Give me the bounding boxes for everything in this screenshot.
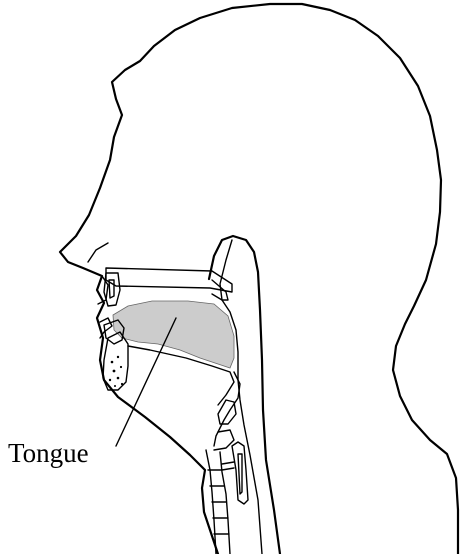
cervical-vertebra-outline <box>232 442 248 504</box>
larynx-cartilage <box>218 400 236 424</box>
lower-jaw-bone <box>103 332 128 390</box>
tongue <box>113 301 234 368</box>
cervical-vertebra-inner <box>238 454 242 494</box>
epiglottis <box>214 372 240 446</box>
nasal-line <box>88 243 108 262</box>
trachea-back <box>220 452 230 554</box>
jaw-bone-texture <box>109 356 123 387</box>
esophagus-slit <box>222 462 234 470</box>
palate <box>106 268 232 292</box>
tongue-label: Tongue <box>8 438 89 468</box>
